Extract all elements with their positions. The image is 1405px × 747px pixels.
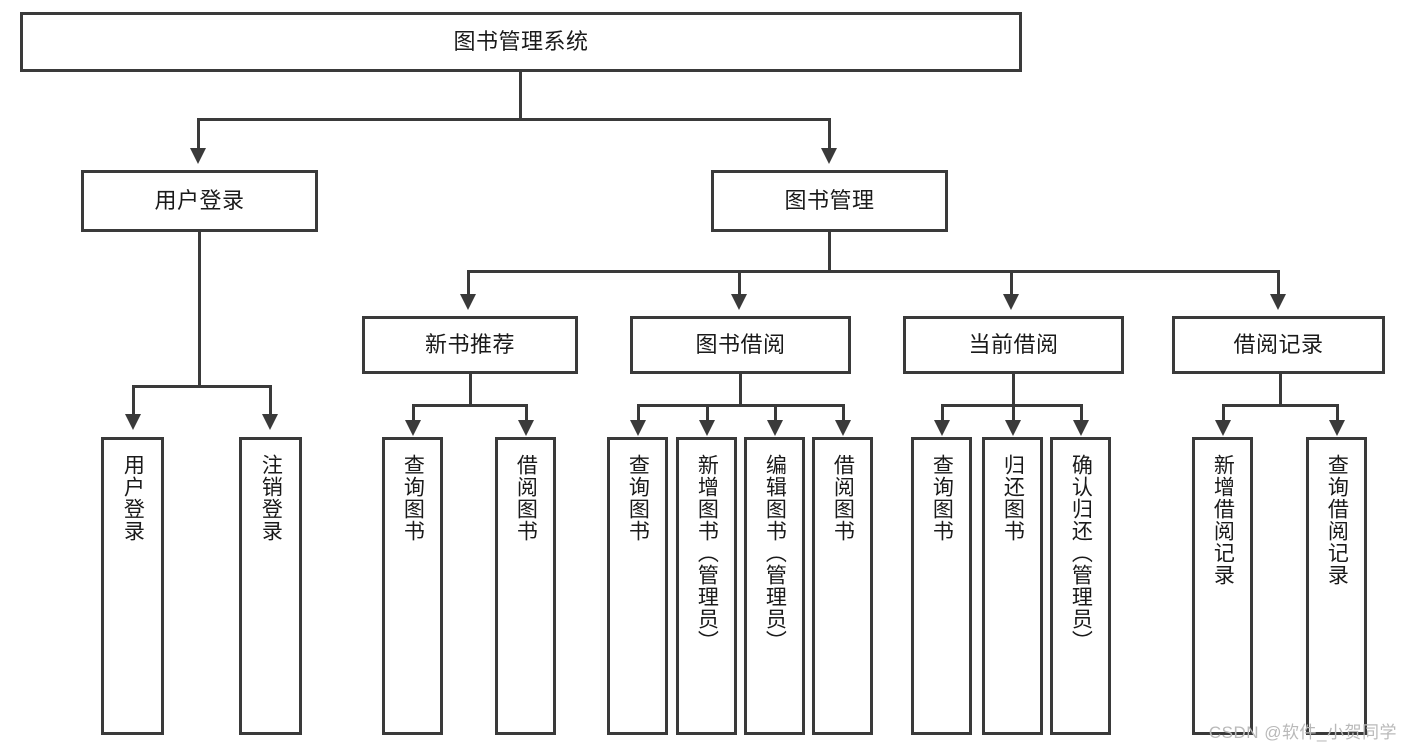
leaf-current-borrow-return-book[interactable]: 归还图书 <box>982 437 1043 735</box>
leaf-book-borrow-borrow-book[interactable]: 借阅图书 <box>812 437 873 735</box>
arrowhead-new-book-to-leaf-2 <box>518 420 534 436</box>
connector-bm-to-current-borrow <box>1010 270 1013 296</box>
arrowhead-br-to-leaf-2 <box>1329 420 1345 436</box>
connector-bb-to-leaf-1 <box>637 404 640 422</box>
connector-cb-to-leaf-1 <box>941 404 944 422</box>
node-label: 新增图书（管理员） <box>695 454 719 652</box>
connector-current-borrow-stem <box>1012 374 1015 406</box>
arrowhead-bm-to-book-borrow <box>731 294 747 310</box>
connector-bm-to-new-book <box>467 270 470 296</box>
leaf-book-borrow-add-book-admin[interactable]: 新增图书（管理员） <box>676 437 737 735</box>
leaf-user-login-login[interactable]: 用户登录 <box>101 437 164 735</box>
connector-new-book-stem <box>469 374 472 406</box>
arrowhead-root-to-user-login <box>190 148 206 164</box>
arrowhead-bb-to-leaf-2 <box>699 420 715 436</box>
connector-cb-to-leaf-3 <box>1080 404 1083 422</box>
node-label: 借阅图书 <box>514 454 538 542</box>
connector-book-borrow-bar <box>637 404 845 407</box>
connector-book-management-bar <box>467 270 1277 273</box>
connector-root-stem <box>519 72 522 120</box>
connector-cb-to-leaf-2 <box>1012 404 1015 422</box>
node-label: 查询图书 <box>401 454 425 542</box>
arrowhead-root-to-book-management <box>821 148 837 164</box>
connector-root-bar <box>197 118 831 121</box>
connector-user-login-to-leaf-1 <box>132 385 135 415</box>
leaf-borrow-record-add-record[interactable]: 新增借阅记录 <box>1192 437 1253 735</box>
connector-br-to-leaf-2 <box>1336 404 1339 422</box>
connector-new-book-to-leaf-1 <box>412 404 415 422</box>
node-label: 图书管理系统 <box>453 29 589 55</box>
arrowhead-cb-to-leaf-2 <box>1005 420 1021 436</box>
leaf-new-book-query-book[interactable]: 查询图书 <box>382 437 443 735</box>
arrowhead-bb-to-leaf-1 <box>630 420 646 436</box>
node-user-login[interactable]: 用户登录 <box>81 170 318 232</box>
node-label: 借阅图书 <box>831 454 855 542</box>
arrowhead-cb-to-leaf-3 <box>1073 420 1089 436</box>
connector-user-login-bar <box>132 385 272 388</box>
connector-user-login-stem <box>198 232 201 387</box>
node-label: 注销登录 <box>259 454 283 542</box>
connector-bm-to-borrow-record <box>1277 270 1280 296</box>
node-label: 查询图书 <box>930 454 954 542</box>
node-label: 图书管理 <box>784 188 875 214</box>
arrowhead-bm-to-new-book <box>460 294 476 310</box>
connector-br-to-leaf-1 <box>1222 404 1225 422</box>
connector-book-management-stem <box>828 232 831 272</box>
leaf-new-book-borrow-book[interactable]: 借阅图书 <box>495 437 556 735</box>
leaf-current-borrow-confirm-return-admin[interactable]: 确认归还（管理员） <box>1050 437 1111 735</box>
csdn-watermark: CSDN @软件_小贺同学 <box>1208 723 1397 742</box>
node-root-book-management-system[interactable]: 图书管理系统 <box>20 12 1022 72</box>
arrowhead-user-login-to-leaf-1 <box>125 414 141 430</box>
leaf-current-borrow-query-book[interactable]: 查询图书 <box>911 437 972 735</box>
connector-new-book-to-leaf-2 <box>525 404 528 422</box>
connector-borrow-record-bar <box>1222 404 1339 407</box>
connector-book-borrow-stem <box>739 374 742 406</box>
leaf-user-login-logout[interactable]: 注销登录 <box>239 437 302 735</box>
node-current-borrow[interactable]: 当前借阅 <box>903 316 1124 374</box>
arrowhead-new-book-to-leaf-1 <box>405 420 421 436</box>
leaf-book-borrow-query-book[interactable]: 查询图书 <box>607 437 668 735</box>
node-book-management[interactable]: 图书管理 <box>711 170 948 232</box>
connector-bb-to-leaf-3 <box>774 404 777 422</box>
connector-new-book-bar <box>412 404 528 407</box>
connector-bb-to-leaf-2 <box>706 404 709 422</box>
node-label: 图书借阅 <box>695 332 786 358</box>
arrowhead-user-login-to-leaf-2 <box>262 414 278 430</box>
node-label: 用户登录 <box>121 454 145 542</box>
arrowhead-br-to-leaf-1 <box>1215 420 1231 436</box>
leaf-book-borrow-edit-book-admin[interactable]: 编辑图书（管理员） <box>744 437 805 735</box>
node-book-borrow[interactable]: 图书借阅 <box>630 316 851 374</box>
arrowhead-bb-to-leaf-3 <box>767 420 783 436</box>
node-new-book-recommend[interactable]: 新书推荐 <box>362 316 578 374</box>
arrowhead-bm-to-borrow-record <box>1270 294 1286 310</box>
node-label: 新增借阅记录 <box>1211 454 1235 586</box>
node-label: 当前借阅 <box>968 332 1059 358</box>
node-label: 借阅记录 <box>1233 332 1324 358</box>
connector-root-to-book-management <box>828 118 831 150</box>
node-borrow-record[interactable]: 借阅记录 <box>1172 316 1385 374</box>
node-label: 确认归还（管理员） <box>1069 454 1093 652</box>
node-label: 查询图书 <box>626 454 650 542</box>
connector-user-login-to-leaf-2 <box>269 385 272 415</box>
connector-bm-to-book-borrow <box>738 270 741 296</box>
node-label: 用户登录 <box>154 188 245 214</box>
connector-root-to-user-login <box>197 118 200 150</box>
connector-borrow-record-stem <box>1279 374 1282 406</box>
arrowhead-bm-to-current-borrow <box>1003 294 1019 310</box>
connector-bb-to-leaf-4 <box>842 404 845 422</box>
arrowhead-bb-to-leaf-4 <box>835 420 851 436</box>
node-label: 归还图书 <box>1001 454 1025 542</box>
leaf-borrow-record-query-record[interactable]: 查询借阅记录 <box>1306 437 1367 735</box>
node-label: 编辑图书（管理员） <box>763 454 787 652</box>
arrowhead-cb-to-leaf-1 <box>934 420 950 436</box>
node-label: 新书推荐 <box>424 332 515 358</box>
node-label: 查询借阅记录 <box>1325 454 1349 586</box>
